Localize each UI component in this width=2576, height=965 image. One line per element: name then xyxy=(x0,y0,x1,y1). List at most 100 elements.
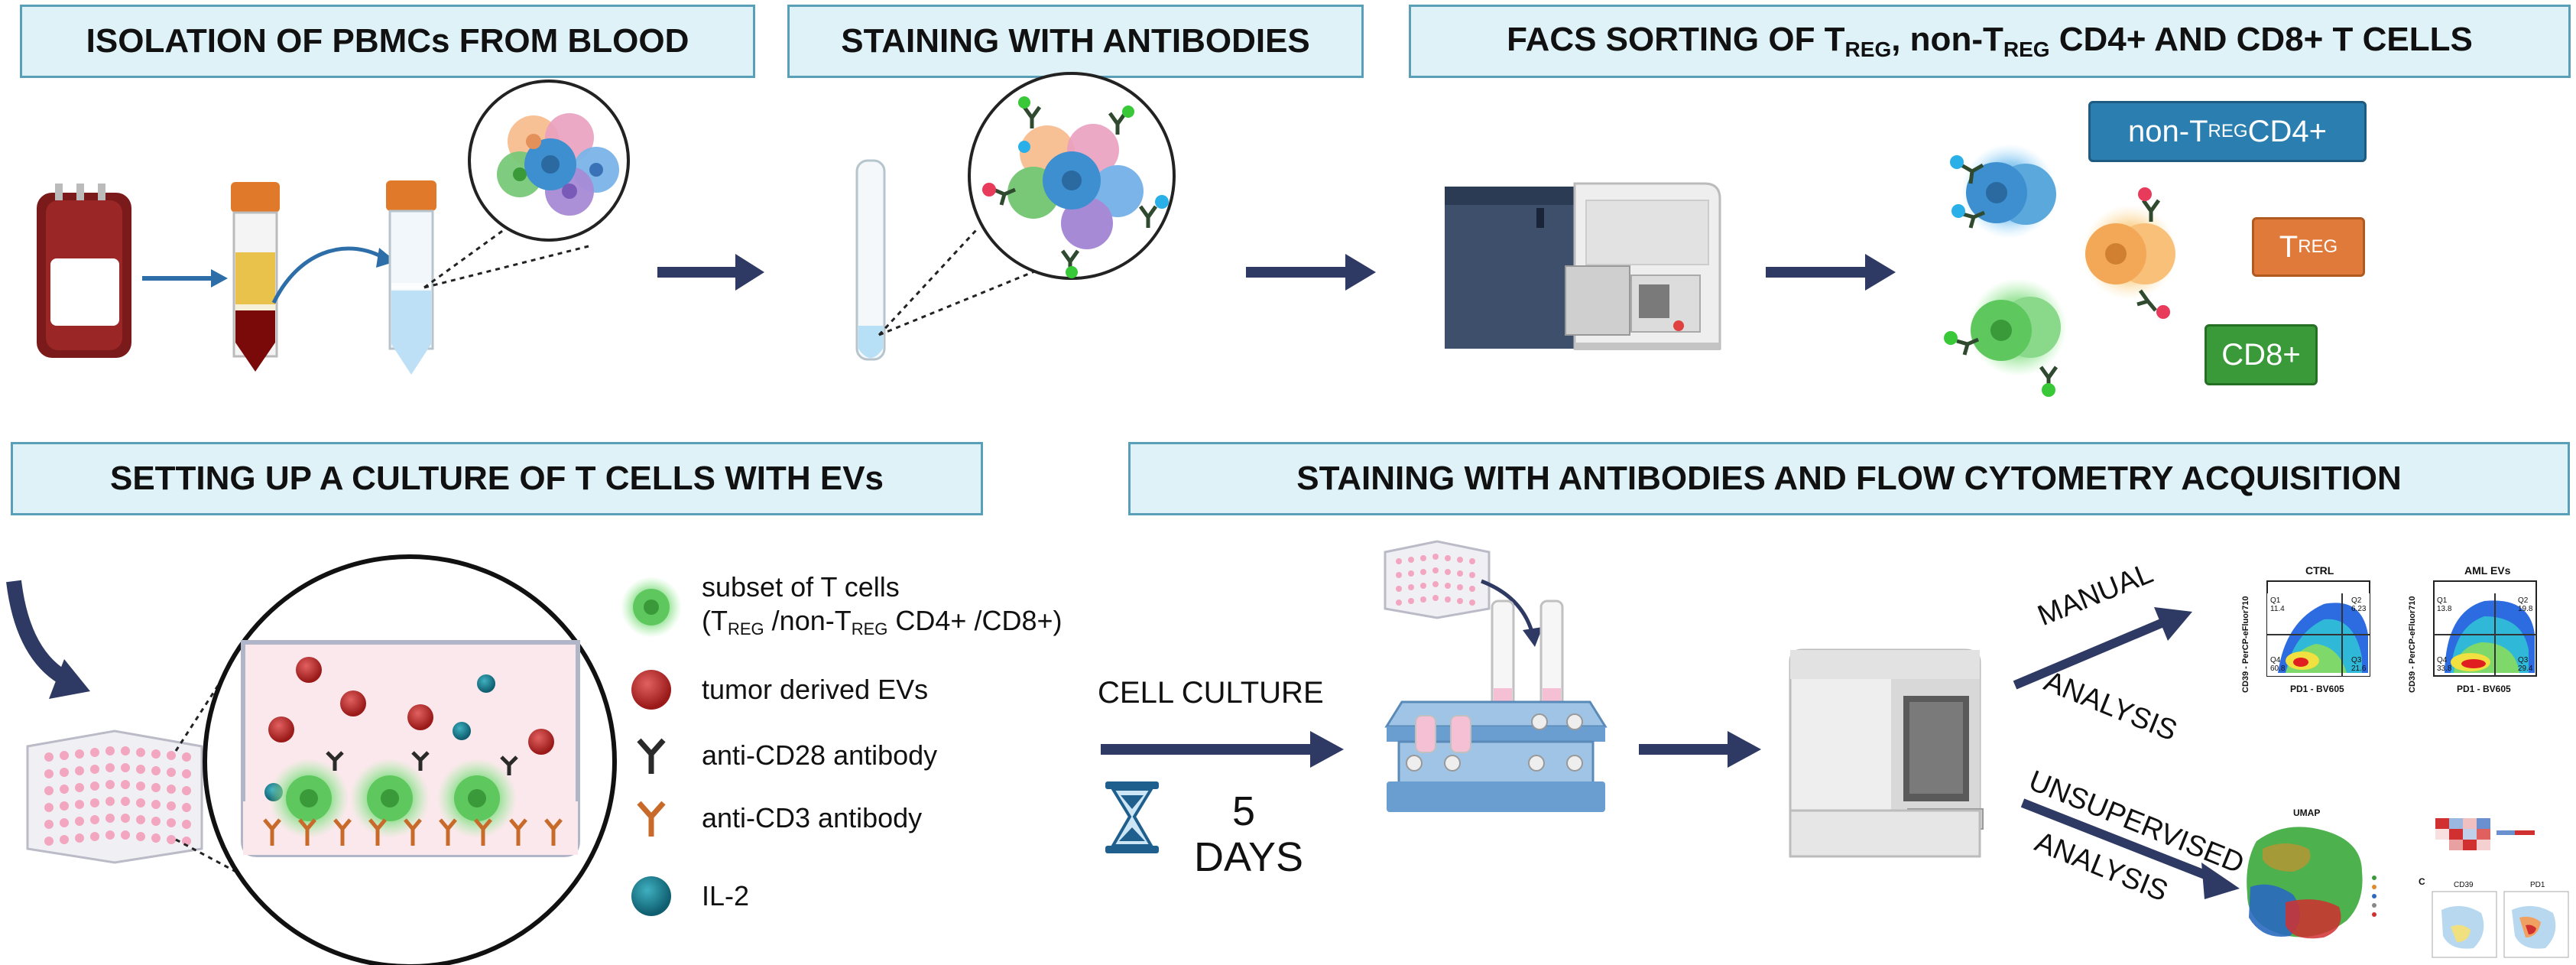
cell-culture-label: CELL CULTURE xyxy=(1098,676,1324,710)
header-staining-text: STAINING WITH ANTIBODIES xyxy=(841,22,1310,60)
header-culture-text: SETTING UP A CULTURE OF T CELLS WITH EVs xyxy=(109,460,884,497)
heatmap-plot xyxy=(2435,818,2535,850)
legend-cd3-icon xyxy=(637,801,666,837)
cd8-label-text: CD8+ xyxy=(2221,337,2301,372)
ctrl-ylabel: CD39 - PerCP-eFluor710 xyxy=(2241,596,2250,693)
ctrl-flow-plot xyxy=(2266,580,2370,677)
treg-label-a: T xyxy=(2279,229,2299,264)
aml-q4-name: Q4 xyxy=(2437,656,2448,664)
aml-q3-name: Q3 xyxy=(2518,656,2529,664)
legend-il2-icon xyxy=(631,876,671,916)
ctrl-q4-name: Q4 xyxy=(2270,656,2281,664)
legend-subset-sub1: REG xyxy=(727,619,764,638)
facs-sorter-icon xyxy=(1445,182,1721,350)
aml-q1-value: 13.8 xyxy=(2437,605,2452,613)
flow-cytometer-icon xyxy=(1789,648,1984,858)
ctrl-q1-value: 11.4 xyxy=(2270,605,2285,613)
legend-cd28: anti-CD28 antibody xyxy=(702,739,938,771)
header-isolation-text: ISOLATION OF PBMCs FROM BLOOD xyxy=(86,22,689,60)
legend-cd28-icon xyxy=(637,738,666,774)
days-word: DAYS xyxy=(1194,834,1304,880)
aml-q1-name: Q1 xyxy=(2437,596,2448,605)
legend-il2: IL-2 xyxy=(702,880,750,911)
aml-flow-plot xyxy=(2433,580,2537,677)
aml-q3-value: 29.4 xyxy=(2518,664,2533,673)
ctrl-plot-title: CTRL xyxy=(2305,564,2334,577)
facs-sub-1: REG xyxy=(1844,37,1892,61)
aml-q4-value: 33.8 xyxy=(2437,664,2452,673)
nontreg-label-a: non-T xyxy=(2128,114,2208,148)
tube-rack-icon xyxy=(1384,599,1608,812)
ctrl-q2-name: Q2 xyxy=(2351,596,2362,605)
legend-tcell-icon xyxy=(621,577,682,638)
cd39-umap-label: CD39 xyxy=(2454,881,2474,889)
legend-subset: subset of T cells (TREG /non-TREG CD4+ /… xyxy=(702,570,1062,646)
cd8-label: CD8+ xyxy=(2205,324,2318,385)
ctrl-q2-value: 6.23 xyxy=(2351,605,2367,613)
aml-ylabel: CD39 - PerCP-eFluor710 xyxy=(2408,596,2417,693)
days-number: 5 xyxy=(1232,788,1256,834)
aml-q2-name: Q2 xyxy=(2518,596,2529,605)
header-facs-text: FACS SORTING OF TREG, non-TREG CD4+ AND … xyxy=(1507,21,2473,62)
facs-text-c: CD4+ AND CD8+ T CELLS xyxy=(2049,21,2473,58)
sorted-treg-cells xyxy=(2082,187,2177,319)
legend-evs: tumor derived EVs xyxy=(702,674,929,705)
legend-subset-line1: subset of T cells xyxy=(702,571,900,603)
header-culture: SETTING UP A CULTURE OF T CELLS WITH EVs xyxy=(11,442,983,515)
umap-title: UMAP xyxy=(2293,807,2321,818)
umap-plot xyxy=(2247,827,2376,939)
nontreg-label-sub: REG xyxy=(2208,121,2248,141)
legend-subset-a: (T xyxy=(702,605,728,636)
legend-cd3: anti-CD3 antibody xyxy=(702,802,923,833)
header-facs: FACS SORTING OF TREG, non-TREG CD4+ AND … xyxy=(1409,5,2571,78)
pbmc-tube-icon xyxy=(386,180,436,375)
ctrl-q1-name: Q1 xyxy=(2270,596,2281,605)
legend-subset-sub2: REG xyxy=(851,619,888,638)
test-tube-icon xyxy=(855,159,886,361)
ctrl-q3-value: 21.6 xyxy=(2351,664,2367,673)
aml-plot-title: AML EVs xyxy=(2464,564,2511,577)
pd1-umap-plot xyxy=(2503,891,2569,958)
legend-subset-line2: (TREG /non-TREG CD4+ /CD8+) xyxy=(702,604,1062,646)
sorted-nontreg-cells xyxy=(1950,144,2056,239)
panel-c-label: C xyxy=(2419,876,2425,887)
ctrl-q4-value: 60.8 xyxy=(2270,664,2286,673)
legend-subset-b: /non-T xyxy=(764,605,852,636)
stained-cells-zoom xyxy=(968,72,1176,280)
small-plate-icon xyxy=(1384,540,1491,619)
well-plate-icon xyxy=(26,729,203,864)
centrifuge-tube-icon xyxy=(231,182,280,372)
pbmc-cluster-zoom xyxy=(468,80,630,242)
cd39-umap-plot xyxy=(2432,891,2497,958)
legend-subset-c: CD4+ /CD8+) xyxy=(887,605,1063,636)
header-flow: STAINING WITH ANTIBODIES AND FLOW CYTOME… xyxy=(1128,442,2570,515)
aml-q2-value: 19.8 xyxy=(2518,605,2533,613)
hourglass-icon xyxy=(1105,781,1159,853)
pd1-umap-label: PD1 xyxy=(2530,881,2545,889)
sorted-cd8-cells xyxy=(1944,278,2067,397)
header-isolation: ISOLATION OF PBMCs FROM BLOOD xyxy=(20,5,755,78)
ctrl-xlabel: PD1 - BV605 xyxy=(2290,684,2344,694)
ctrl-q3-name: Q3 xyxy=(2351,656,2362,664)
legend-ev-icon xyxy=(631,670,671,710)
facs-sub-2: REG xyxy=(2003,37,2050,61)
culture-well-zoom xyxy=(203,554,617,965)
treg-label-sub: REG xyxy=(2298,236,2338,257)
aml-xlabel: PD1 - BV605 xyxy=(2457,684,2511,694)
nontreg-label-b: CD4+ xyxy=(2247,114,2327,148)
facs-text-a: FACS SORTING OF T xyxy=(1507,21,1845,58)
header-flow-text: STAINING WITH ANTIBODIES AND FLOW CYTOME… xyxy=(1296,460,2402,497)
blood-bag-icon xyxy=(37,184,131,358)
facs-text-b: , non-T xyxy=(1891,21,2003,58)
